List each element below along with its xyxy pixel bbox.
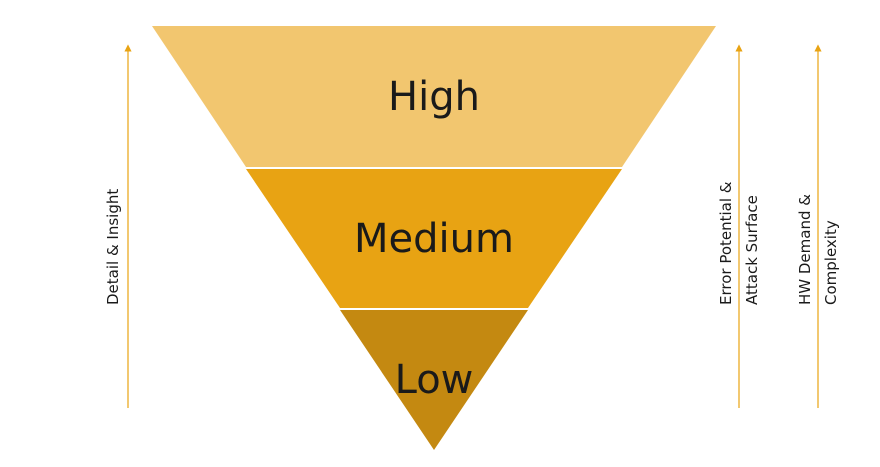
axis-label-line: HW Demand & [796, 194, 814, 305]
axis-hw-complexity: HW Demand & Complexity [796, 44, 840, 408]
axis-label-line: Error Potential & [717, 181, 735, 305]
axis-label-line: Attack Surface [743, 195, 761, 305]
axis-label-detail-insight: Detail & Insight [104, 189, 122, 305]
tier-high-shape [152, 26, 716, 167]
axis-label-line: Complexity [822, 220, 840, 305]
tier-high-label: High [388, 74, 480, 120]
tier-low-shape [340, 310, 528, 450]
axis-label-error-attack: Error Potential & Attack Surface [717, 177, 761, 305]
axis-label-line: Detail & Insight [104, 189, 122, 305]
axis-label-hw-complexity: HW Demand & Complexity [796, 189, 840, 305]
tier-medium-label: Medium [354, 216, 514, 262]
axis-error-attack: Error Potential & Attack Surface [717, 44, 761, 408]
tier-low-label: Low [395, 357, 474, 403]
tier-medium: Medium [246, 169, 622, 308]
tier-high: High [152, 26, 716, 167]
tier-low: Low [340, 310, 528, 450]
tier-medium-shape [246, 169, 622, 308]
axis-detail-insight: Detail & Insight [104, 44, 132, 408]
